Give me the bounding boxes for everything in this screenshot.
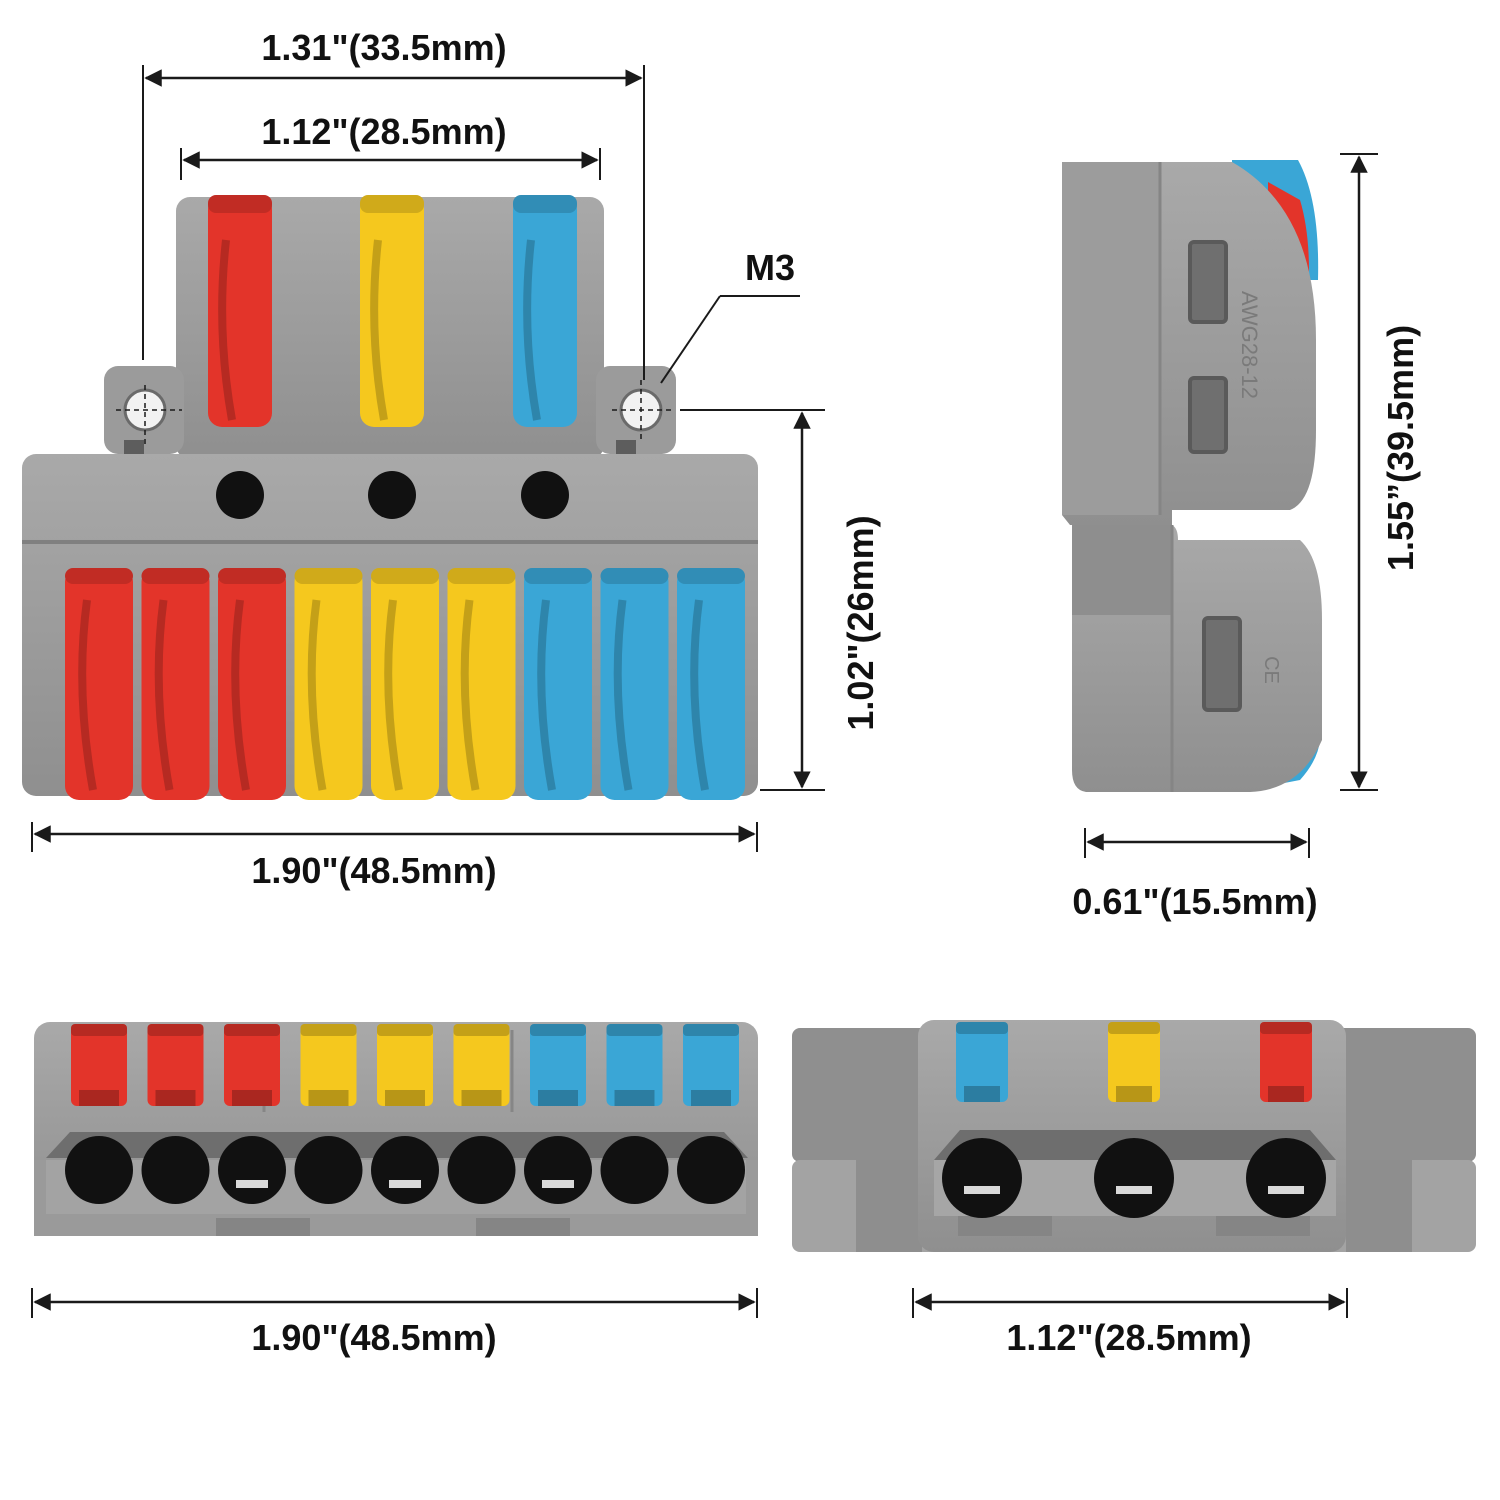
lever-yellow	[1108, 1022, 1160, 1102]
bottom-left-dimensions: 1.90"(48.5mm)	[31, 1288, 758, 1358]
lever-yellow	[300, 1024, 357, 1106]
wire-entry-hole	[942, 1138, 1022, 1218]
side-view: AWG28-12 CE	[1062, 160, 1322, 792]
lever-red	[141, 568, 210, 800]
lever-yellow	[294, 568, 363, 800]
lever-blue	[677, 568, 745, 800]
ce-marking: CE	[1260, 656, 1282, 684]
lever-yellow	[447, 568, 516, 800]
top-outer-width-label: 1.31"(33.5mm)	[261, 27, 506, 68]
front-dimensions: 1.31"(33.5mm) 1.12"(28.5mm) M3 1.02"(26m…	[31, 27, 881, 891]
front-height-label: 1.02"(26mm)	[840, 515, 881, 730]
lever-blue	[606, 1024, 663, 1106]
lever-blue	[524, 568, 592, 800]
wire-entry-hole	[1246, 1138, 1326, 1218]
wire-entry-hole	[677, 1136, 745, 1204]
wire-entry-hole	[524, 1136, 592, 1204]
wire-entry-hole	[141, 1136, 210, 1204]
lever-red	[147, 1024, 204, 1106]
side-dimensions: 1.55”(39.5mm) 0.61"(15.5mm)	[1072, 153, 1421, 922]
lever-blue	[513, 195, 577, 427]
lever-yellow	[360, 195, 424, 427]
lever-red	[208, 195, 272, 427]
side-window	[1188, 376, 1228, 454]
wire-entry-hole	[218, 1136, 286, 1204]
bottom-right-width-label: 1.12"(28.5mm)	[1006, 1317, 1251, 1358]
wire-entry-hole	[65, 1136, 133, 1204]
front-width-label: 1.90"(48.5mm)	[251, 850, 496, 891]
lever-yellow	[377, 1024, 433, 1106]
bottom-right-dimensions: 1.12"(28.5mm)	[912, 1288, 1348, 1358]
bottom-right-view	[792, 1020, 1476, 1252]
awg-marking: AWG28-12	[1237, 291, 1262, 399]
lever-yellow	[371, 568, 439, 800]
lever-red	[65, 568, 133, 800]
top-inner-width-label: 1.12"(28.5mm)	[261, 111, 506, 152]
bottom-left-view	[34, 1022, 758, 1236]
wire-entry-hole	[371, 1136, 439, 1204]
lever-red	[71, 1024, 127, 1106]
lever-yellow	[453, 1024, 510, 1106]
wire-entry-hole	[368, 471, 416, 519]
wire-entry-hole	[1094, 1138, 1174, 1218]
lever-blue	[683, 1024, 739, 1106]
lever-blue	[600, 568, 669, 800]
wire-entry-hole	[600, 1136, 669, 1204]
lever-red	[224, 1024, 280, 1106]
lever-red	[1260, 1022, 1312, 1102]
lever-blue	[956, 1022, 1008, 1102]
wire-entry-hole	[294, 1136, 363, 1204]
m3-label: M3	[745, 247, 795, 288]
lever-blue	[530, 1024, 586, 1106]
wire-entry-hole	[521, 471, 569, 519]
side-height-label: 1.55”(39.5mm)	[1380, 325, 1421, 571]
lever-red	[218, 568, 286, 800]
side-window	[1202, 616, 1242, 712]
bottom-left-width-label: 1.90"(48.5mm)	[251, 1317, 496, 1358]
side-window	[1188, 240, 1228, 324]
side-depth-label: 0.61"(15.5mm)	[1072, 881, 1317, 922]
front-view	[22, 195, 758, 800]
wire-entry-hole	[447, 1136, 516, 1204]
wire-entry-hole	[216, 471, 264, 519]
